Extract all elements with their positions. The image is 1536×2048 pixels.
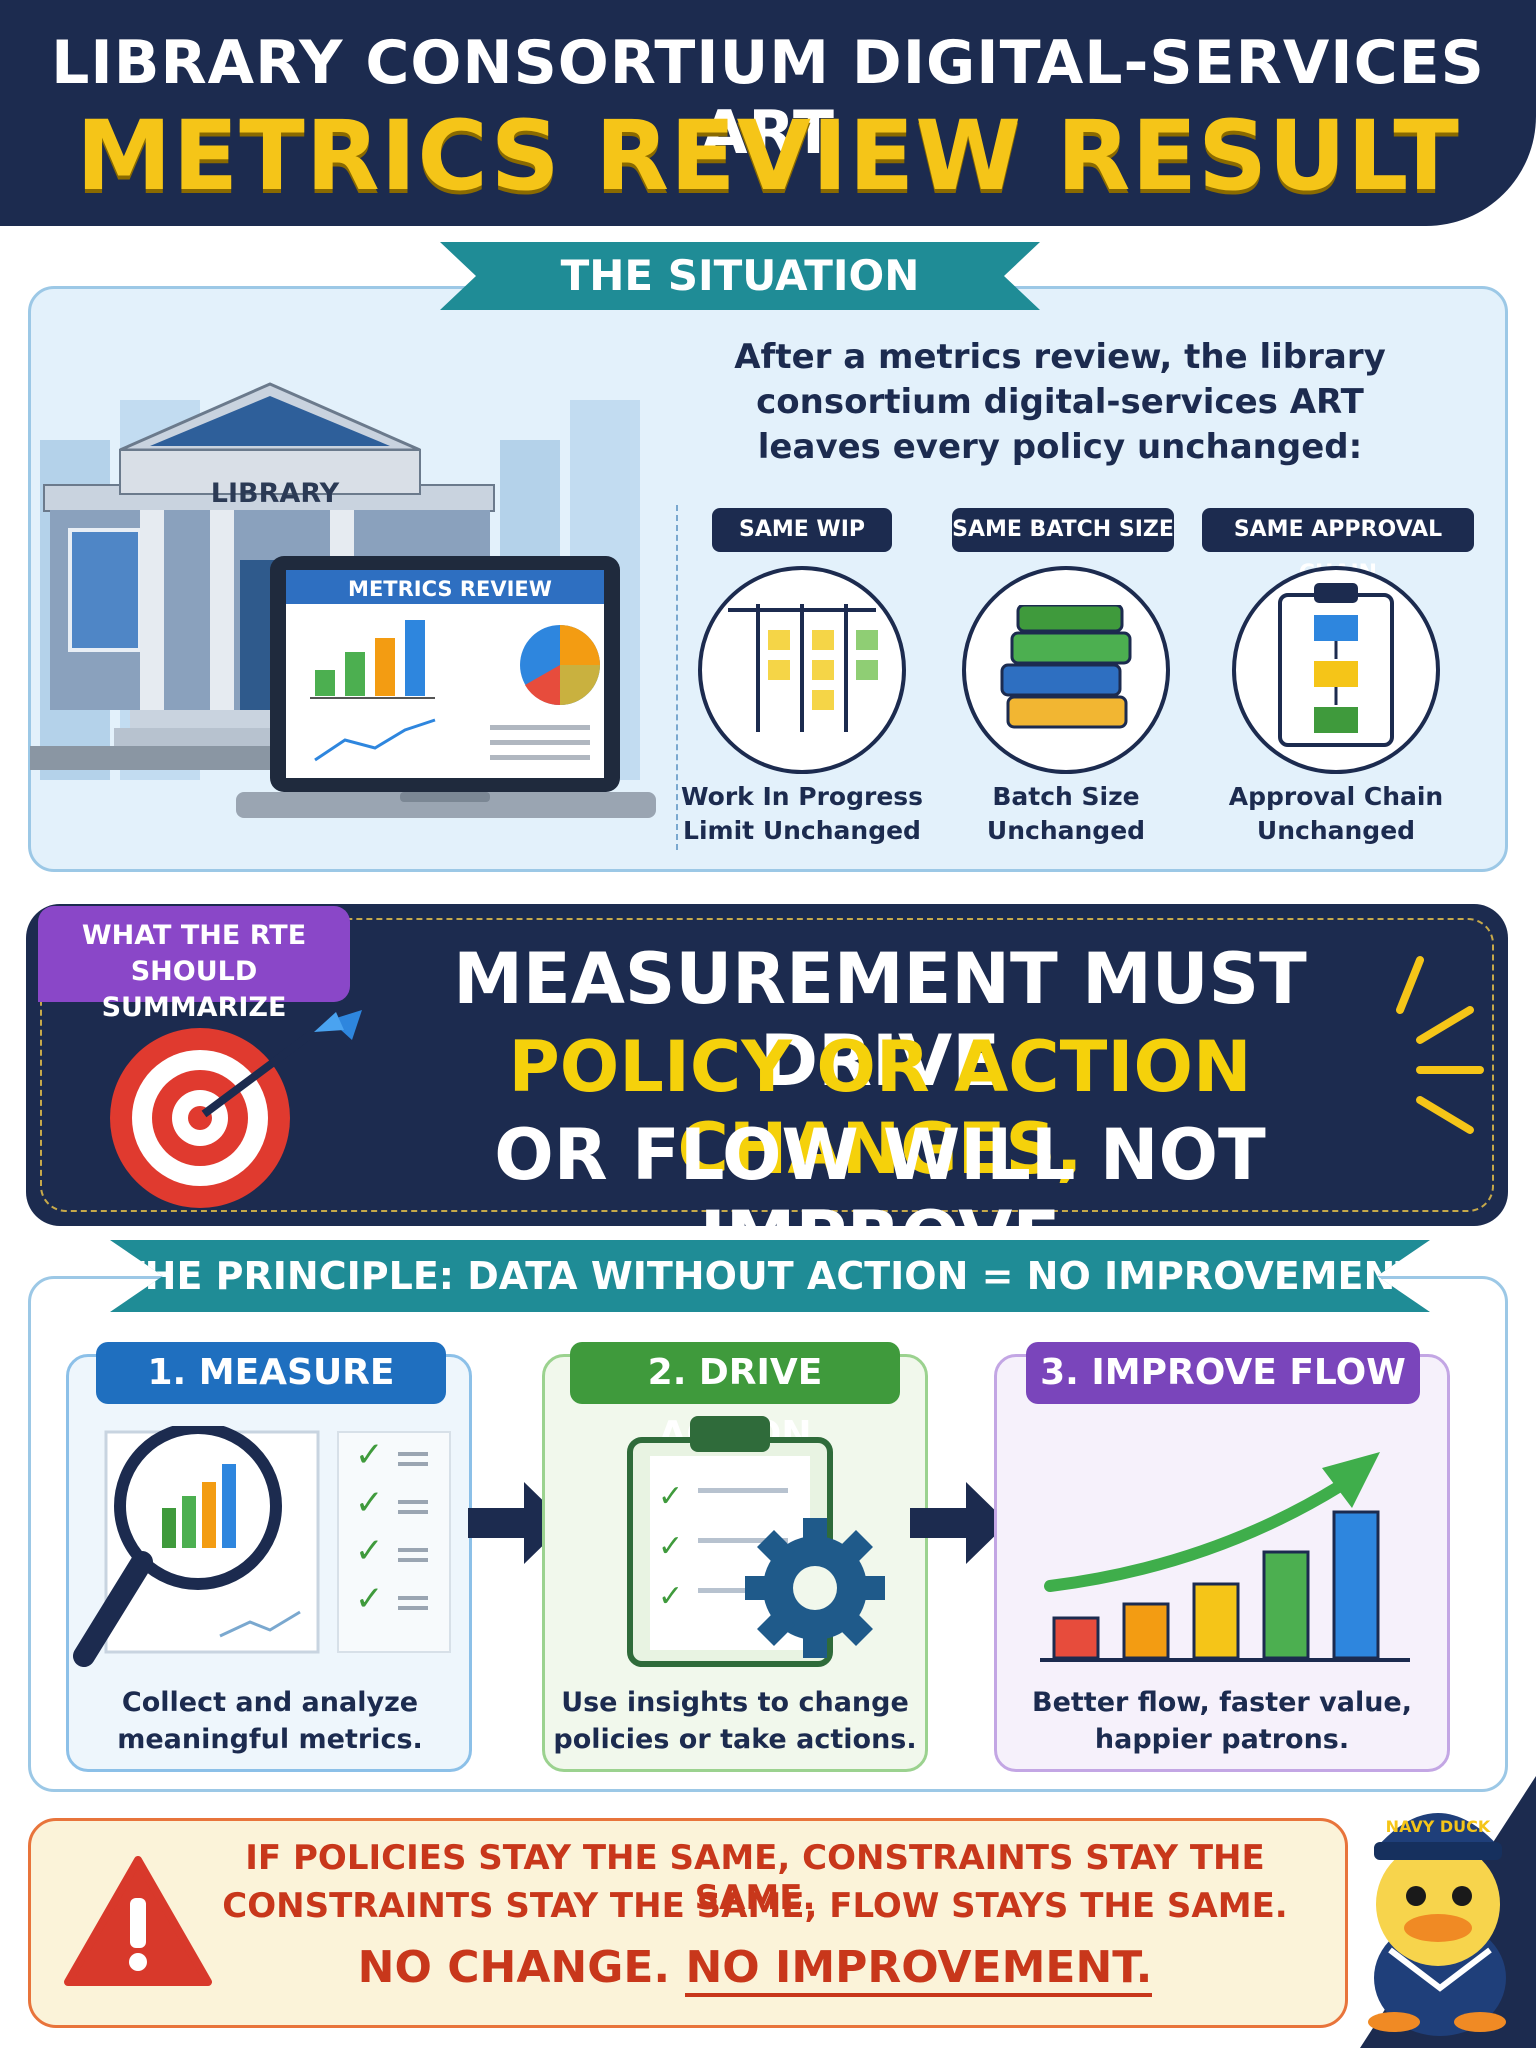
situation-text-line: consortium digital-services ART [756,382,1364,422]
situation-text-line: After a metrics review, the library [734,337,1386,377]
situation-text: After a metrics review, the library cons… [700,335,1420,470]
warning-no-improvement: NO IMPROVEMENT. [685,1942,1153,1997]
burst-lines-icon [1396,956,1484,1134]
svg-text:✓: ✓ [355,1531,384,1571]
step-desc-line: Collect and analyze [121,1687,419,1718]
caption-line: Limit Unchanged [683,816,921,845]
situation-divider [676,505,678,850]
caption-wip: Work In Progress Limit Unchanged [672,780,932,848]
warning-line-2: CONSTRAINTS STAY THE SAME, FLOW STAYS TH… [222,1886,1288,1926]
svg-text:✓: ✓ [355,1483,384,1523]
warning-line-1: IF POLICIES STAY THE SAME, CONSTRAINTS S… [245,1838,1265,1918]
warning-no-change: NO CHANGE. [357,1942,671,1993]
step-title-drive-action: 2. DRIVE ACTION [570,1342,900,1455]
arrow-right-icon [910,1482,1008,1564]
target-dart-icon [110,1010,362,1208]
warning-panel [28,1818,1348,2028]
navy-duck-mascot-icon: NAVY DUCK [1368,1813,1506,2036]
growth-bars-icon [1040,1452,1410,1662]
title-top: LIBRARY CONSORTIUM DIGITAL-SERVICES ART [51,28,1485,168]
pill-same-approval-chain: SAME APPROVAL CHAIN [1202,508,1474,586]
caption-line: Work In Progress [680,782,924,811]
arrow-right-icon [468,1482,566,1564]
svg-text:✓: ✓ [355,1579,384,1619]
svg-text:✓: ✓ [658,1529,683,1564]
header-banner [0,0,1536,226]
warning-line-3: NO CHANGE. NO IMPROVEMENT. [190,1942,1320,1997]
caption-batch: Batch Size Unchanged [936,780,1196,848]
step-desc-line: policies or take actions. [553,1724,917,1755]
principle-ribbon: THE PRINCIPLE: DATA WITHOUT ACTION = NO … [110,1240,1430,1312]
caption-line: Batch Size [992,782,1140,811]
headline-line-1: MEASUREMENT MUST DRIVE [453,938,1307,1102]
clipboard-gear-icon: ✓ ✓ ✓ [627,1416,885,1667]
pill-same-batch-size: SAME BATCH SIZE [952,508,1174,552]
step-desc-line: happier patrons. [1094,1724,1350,1755]
situation-text-line: leaves every policy unchanged: [757,427,1363,467]
caption-line: Approval Chain [1228,782,1444,811]
library-illustration: LIBRARY METRICS REVIEW [30,382,656,818]
step-title-measure: 1. MEASURE [96,1342,446,1404]
book-stack-icon [1000,605,1132,729]
magnifier-chart-icon: ✓ ✓ ✓ ✓ [73,1426,451,1667]
kanban-board-icon [728,604,878,732]
approval-clipboard-icon [1278,583,1394,747]
title-main: METRICS REVIEW RESULT [76,100,1460,212]
step-desc-improve-flow: Better flow, faster value, happier patro… [1032,1684,1412,1758]
step-desc-drive-action: Use insights to change policies or take … [545,1684,925,1758]
headline-line-2: POLICY OR ACTION CHANGES, [508,1026,1252,1190]
laptop-icon [236,556,656,818]
svg-text:✓: ✓ [658,1479,683,1514]
rte-badge-line: SHOULD SUMMARIZE [101,956,287,1023]
rte-badge: WHAT THE RTE SHOULD SUMMARIZE [38,906,350,1023]
summary-dashed-border [40,918,1494,1212]
rte-badge-line: WHAT THE RTE [81,920,307,951]
pill-same-wip: SAME WIP [712,508,892,552]
step-desc-line: Better flow, faster value, [1032,1687,1413,1718]
step-desc-line: Use insights to change [561,1687,909,1718]
situation-ribbon: THE SITUATION [440,242,1040,310]
caption-line: Unchanged [986,816,1146,845]
svg-text:✓: ✓ [355,1435,384,1475]
step-title-improve-flow: 3. IMPROVE FLOW [1026,1342,1420,1404]
screen-title: METRICS REVIEW [348,577,552,601]
caption-approval: Approval Chain Unchanged [1206,780,1466,848]
mascot-hat-text: NAVY DUCK [1386,1817,1491,1836]
warning-triangle-icon [64,1856,212,1986]
step-desc-line: meaningful metrics. [117,1724,423,1755]
library-sign: LIBRARY [211,478,340,509]
svg-text:✓: ✓ [658,1579,683,1614]
caption-line: Unchanged [1256,816,1416,845]
step-desc-measure: Collect and analyze meaningful metrics. [80,1684,460,1758]
